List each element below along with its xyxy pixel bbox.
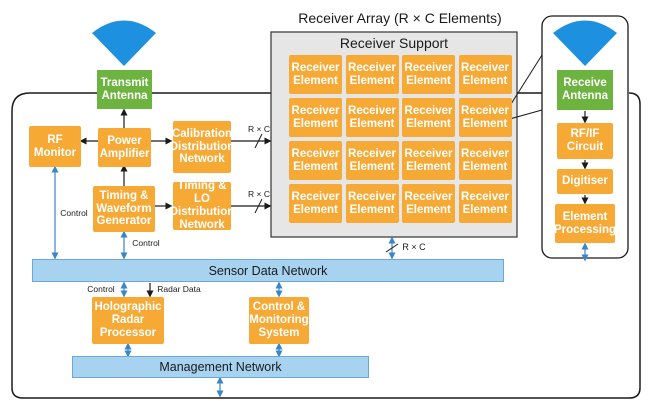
timing-lo-distribution-network: Timing & LO Distribution Network — [169, 180, 235, 231]
receiver-element: Receiver Element — [345, 141, 399, 180]
bus-slash-cal — [254, 133, 263, 149]
receiver-element: Receiver Element — [458, 55, 512, 94]
timing-waveform-generator: Timing & Waveform Generator — [93, 186, 155, 232]
receiver-element: Receiver Element — [345, 55, 399, 94]
receive-beam-icon — [553, 20, 617, 66]
transmit-beam-icon — [92, 20, 156, 66]
zoom-line-top — [505, 54, 543, 113]
support-title: Receiver Support — [339, 35, 449, 52]
array-title: Receiver Array (R × C Elements) — [298, 10, 502, 27]
zoom-line-bottom — [505, 109, 543, 121]
calibration-distribution-network: Calibration Distribution Network — [170, 121, 234, 173]
receiver-element: Receiver Element — [345, 98, 399, 137]
control-label-left: Control — [60, 207, 88, 218]
holographic-radar-processor: Holographic Radar Processor — [92, 297, 164, 344]
transmit-antenna: Transmit Antenna — [97, 70, 152, 109]
control-label-timing: Control — [132, 237, 160, 248]
receiver-element: Receiver Element — [289, 184, 342, 223]
radar-data-label: Radar Data — [157, 283, 201, 294]
rf-if-circuit: RF/IF Circuit — [557, 123, 613, 159]
receive-antenna: Receive Antenna — [557, 70, 613, 110]
digitiser: Digitiser — [557, 169, 613, 194]
control-monitoring-system: Control & Monitoring System — [249, 297, 309, 344]
control-label-holographic: Control — [87, 283, 115, 294]
management-network: Management Network — [72, 356, 369, 378]
receiver-element: Receiver Element — [345, 184, 399, 223]
receiver-element: Receiver Element — [289, 98, 342, 137]
receiver-element: Receiver Element — [289, 141, 342, 180]
element-processing: Element Processing — [554, 204, 616, 243]
bus-slash-bottom — [385, 243, 399, 253]
receiver-element: Receiver Element — [458, 184, 512, 223]
sensor-data-network: Sensor Data Network — [32, 259, 504, 282]
receiver-element: Receiver Element — [458, 98, 512, 137]
rxc-label-bottom: R × C — [402, 241, 426, 252]
receiver-element: Receiver Element — [289, 55, 342, 94]
power-amplifier: Power Amplifier — [98, 128, 151, 167]
rxc-label-lo: R × C — [248, 188, 270, 199]
rf-monitor: RF Monitor — [29, 126, 81, 167]
receiver-element: Receiver Element — [402, 184, 455, 223]
rxc-label-calibration: R × C — [248, 123, 270, 134]
receiver-element: Receiver Element — [402, 55, 455, 94]
receiver-element: Receiver Element — [458, 141, 512, 180]
bus-slash-lo — [254, 198, 263, 214]
receiver-element: Receiver Element — [402, 98, 455, 137]
receiver-element: Receiver Element — [402, 141, 455, 180]
